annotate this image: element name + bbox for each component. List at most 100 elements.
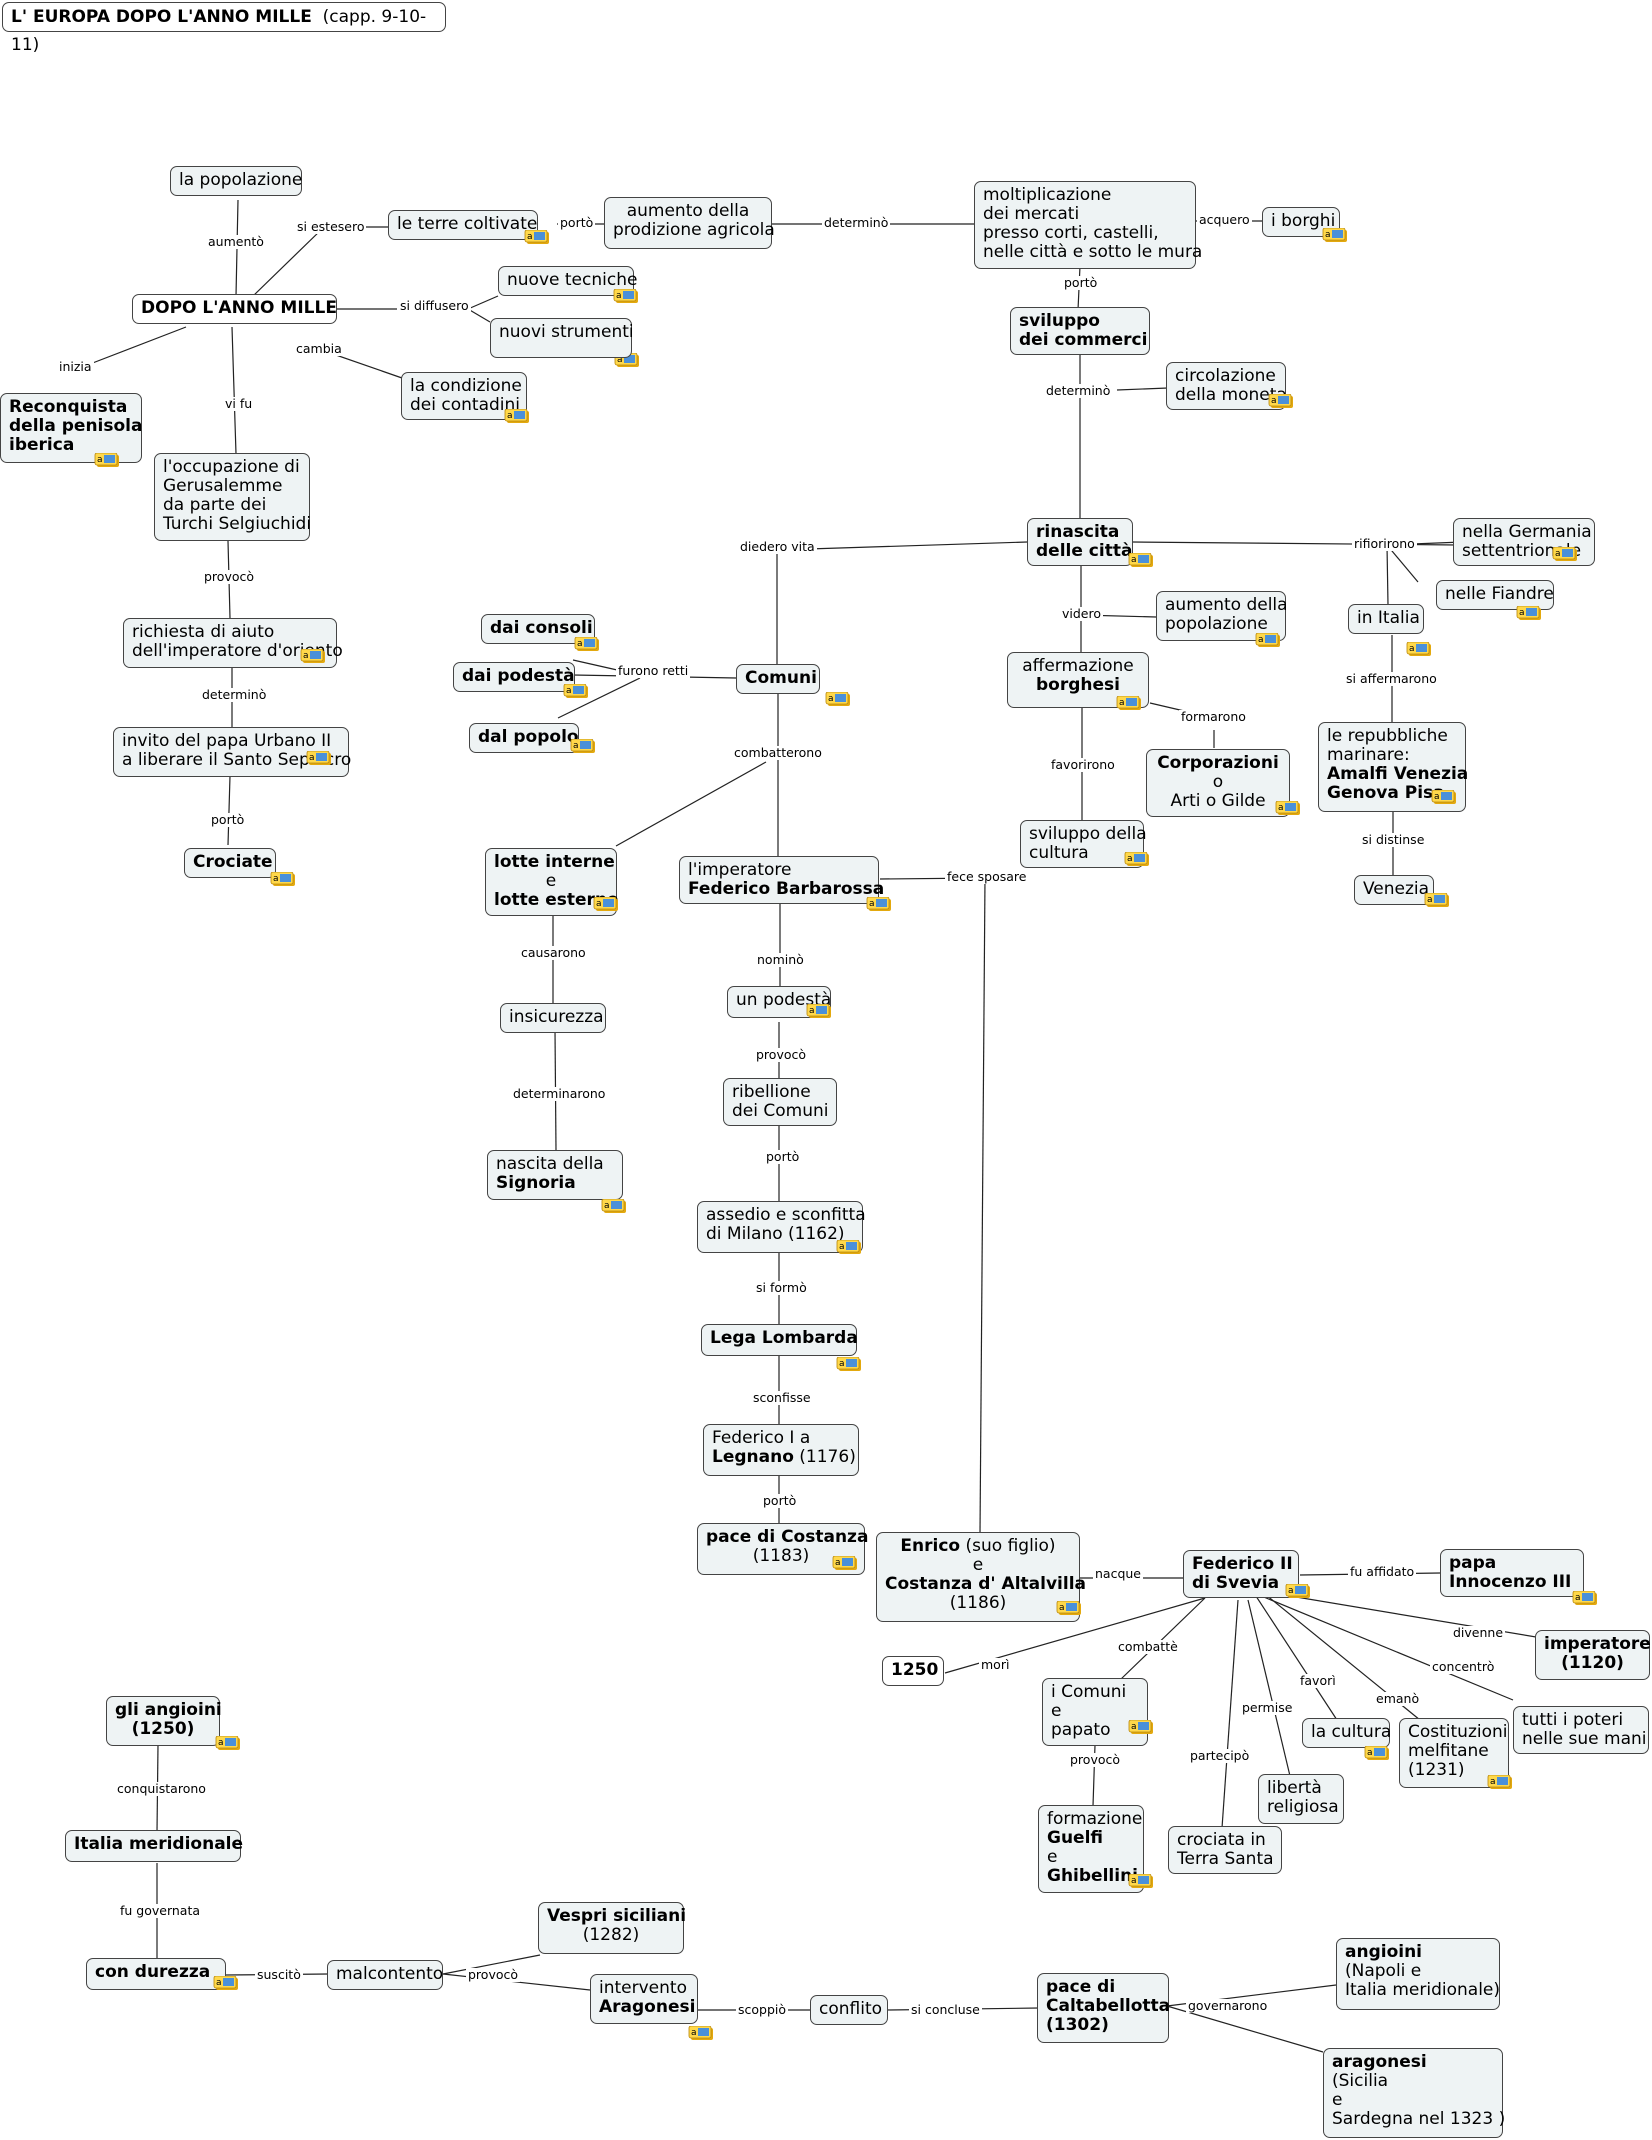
attachment-icon[interactable]: a	[524, 230, 550, 245]
link-label-determinarono: determinarono	[511, 1087, 607, 1101]
node-text: nella Germania	[1462, 523, 1586, 542]
attachment-icon[interactable]: a	[1128, 1720, 1154, 1735]
attachment-icon[interactable]: a	[825, 692, 851, 707]
node-text: della moneta	[1175, 386, 1277, 405]
node-durezza[interactable]: con durezza	[86, 1958, 226, 1990]
attachment-icon[interactable]: a	[601, 1199, 627, 1214]
attachment-icon[interactable]: a	[836, 1357, 862, 1372]
attachment-icon[interactable]: a	[563, 684, 589, 699]
attachment-icon[interactable]: a	[836, 1240, 862, 1255]
svg-text:a: a	[1127, 854, 1133, 864]
attachment-icon[interactable]: a	[94, 453, 120, 468]
attachment-icon[interactable]: a	[593, 897, 619, 912]
attachment-icon[interactable]: a	[1124, 852, 1150, 867]
node-podesta-n[interactable]: dai podestà	[453, 662, 575, 692]
attachment-icon[interactable]: a	[688, 2026, 714, 2041]
attachment-icon[interactable]: a	[806, 1004, 832, 1019]
svg-text:a: a	[303, 651, 309, 661]
attachment-icon[interactable]: a	[1406, 642, 1432, 657]
node-text: Guelfi	[1047, 1829, 1135, 1848]
node-italia[interactable]: in Italia	[1348, 604, 1424, 634]
node-text: popolazione	[1165, 615, 1277, 634]
attachment-icon[interactable]: a	[574, 637, 600, 652]
attachment-icon[interactable]: a	[613, 289, 639, 304]
node-text: Venezia	[1363, 880, 1425, 899]
attachment-icon[interactable]: a	[1268, 394, 1294, 409]
node-crociate[interactable]: Crociate	[184, 848, 276, 878]
attachment-icon[interactable]: a	[306, 751, 332, 766]
attachment-icon[interactable]: a	[215, 1736, 241, 1751]
attachment-icon[interactable]: a	[504, 409, 530, 424]
node-insicurezza[interactable]: insicurezza	[500, 1003, 606, 1033]
attachment-icon[interactable]: a	[1487, 1775, 1513, 1790]
attachment-icon[interactable]: a	[1552, 547, 1578, 562]
node-text: di Svevia	[1192, 1574, 1290, 1593]
node-popolazione[interactable]: la popolazione	[170, 166, 302, 196]
node-lega[interactable]: Lega Lombarda	[701, 1324, 857, 1356]
attachment-icon[interactable]: a	[1255, 633, 1281, 648]
attachment-icon[interactable]: a	[1275, 801, 1301, 816]
attachment-icon[interactable]: a	[1364, 1746, 1390, 1761]
attachment-icon[interactable]: a	[1431, 790, 1457, 805]
node-conflito[interactable]: conflito	[810, 1995, 888, 2025]
node-venezia[interactable]: Venezia	[1354, 875, 1434, 905]
node-nuovi-strumenti[interactable]: nuovi strumenti	[490, 318, 632, 358]
attachment-icon[interactable]: a	[1056, 1601, 1082, 1616]
link-label-divenne: divenne	[1451, 1626, 1505, 1640]
node-angioini1250[interactable]: gli angioini(1250)	[106, 1696, 220, 1746]
attachment-icon[interactable]: a	[866, 897, 892, 912]
attachment-icon[interactable]: a	[832, 1556, 858, 1571]
node-malcontento[interactable]: malcontento	[327, 1960, 443, 1990]
attachment-icon[interactable]: a	[270, 872, 296, 887]
attachment-icon[interactable]: a	[1128, 553, 1154, 568]
attachment-icon[interactable]: a	[213, 1976, 239, 1991]
node-dopo-mille[interactable]: DOPO L'ANNO MILLE	[132, 294, 337, 324]
node-text: formazione	[1047, 1810, 1135, 1829]
attachment-icon[interactable]: a	[1424, 893, 1450, 908]
attachment-icon[interactable]: a	[570, 739, 596, 754]
node-cultura[interactable]: la cultura	[1302, 1718, 1390, 1748]
attachment-icon[interactable]: a	[1322, 228, 1348, 243]
node-imperatore1120[interactable]: imperatore(1120)	[1535, 1630, 1650, 1680]
link-label-mori: morì	[979, 1658, 1011, 1672]
attachment-icon[interactable]: a	[1516, 606, 1542, 621]
node-terre[interactable]: le terre coltivate	[388, 210, 538, 240]
node-popolo[interactable]: dal popolo	[469, 723, 579, 753]
attachment-icon[interactable]: a	[1572, 1591, 1598, 1606]
node-comuni[interactable]: Comuni	[736, 664, 820, 694]
node-italia-mer[interactable]: Italia meridionale	[65, 1830, 241, 1862]
attachment-icon[interactable]: a	[1285, 1584, 1311, 1599]
node-vespri[interactable]: Vespri siciliani(1282)	[538, 1902, 684, 1954]
attachment-icon[interactable]: a	[1116, 696, 1142, 711]
link-label-favorirono: favorirono	[1049, 758, 1117, 772]
node-text: papa	[1449, 1554, 1575, 1573]
node-text: pace di	[1046, 1978, 1160, 1997]
node-text: (1120)	[1544, 1654, 1641, 1673]
node-y1250[interactable]: 1250	[882, 1656, 944, 1686]
attachment-icon[interactable]: a	[300, 649, 326, 664]
attachment-icon[interactable]: a	[1128, 1874, 1154, 1889]
node-text: di Milano (1162)	[706, 1225, 854, 1244]
